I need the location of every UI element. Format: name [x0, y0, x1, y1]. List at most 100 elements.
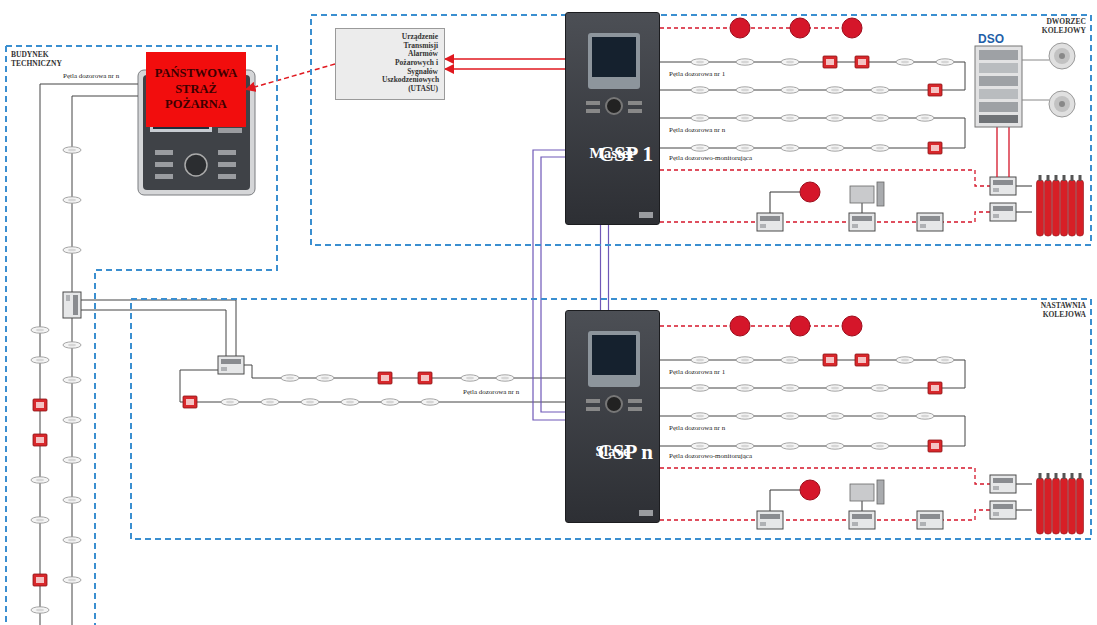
technical-loop-wiring: [421, 399, 439, 405]
rack-label: DSO: [963, 32, 1019, 46]
technical-loop-wiring: [183, 396, 197, 408]
dso-rack: [1054, 48, 1070, 64]
dso-rack: [1054, 96, 1070, 112]
technical-loop-wiring: [63, 197, 81, 203]
technical-loop-wiring: [316, 375, 334, 381]
dso-rack: [997, 127, 1009, 177]
dso-rack: [979, 102, 1018, 112]
dso-rack-box: DSO: [972, 28, 1025, 128]
connector: [445, 58, 565, 60]
dso-rack: [979, 50, 1018, 60]
dso-rack: [979, 76, 1018, 86]
region-heading: NASTAWNIA KOLEJOWA: [1030, 302, 1086, 319]
technical-loop-wiring: [341, 399, 359, 405]
loop-label: Pętla dozorowa nr 1: [668, 368, 726, 377]
technical-loop-wiring: [63, 577, 81, 583]
technical-loop-wiring: [261, 399, 279, 405]
technical-loop-wiring: [63, 147, 81, 153]
connector: [533, 150, 565, 420]
dso-rack: [1059, 101, 1065, 107]
panel-button: [628, 407, 642, 411]
panel-label: Master: [566, 144, 659, 162]
technical-loop-wiring: [221, 399, 239, 405]
loop-label: Pętla dozorowa nr n: [668, 126, 726, 135]
repeater-panel: [155, 174, 173, 179]
technical-loop-wiring: [31, 517, 49, 523]
panel-button: [586, 101, 600, 105]
technical-loop-wiring: [63, 457, 81, 463]
panel-caption: CSP 1Master: [566, 138, 659, 162]
control-panel: CSP nSlave: [565, 310, 660, 523]
technical-loop-wiring: [31, 327, 49, 333]
technical-loop-wiring: [40, 84, 565, 625]
panel-button: [605, 395, 623, 413]
technical-loop-wiring: [63, 537, 81, 543]
technical-loop-wiring: [63, 417, 81, 423]
technical-loop-wiring: [301, 399, 319, 405]
technical-loop-wiring: [63, 247, 81, 253]
dso-rack: [979, 115, 1018, 123]
transmission-box: Urządzenie Transmisji Alarmów Pożarowych…: [335, 28, 445, 100]
repeater-panel: [185, 154, 207, 176]
panel-screen: [592, 37, 636, 77]
control-panel: CSP 1Master: [565, 12, 660, 225]
repeater-panel: [155, 150, 173, 155]
loop-label: Pętla dozorowo-monitorująca: [668, 452, 753, 461]
technical-loop-wiring: [33, 434, 47, 446]
box-text: PAŃSTWOWA STRAŻ POŻARNA: [150, 66, 242, 113]
repeater-panel: [218, 162, 236, 167]
technical-loop-wiring: [496, 375, 514, 381]
repeater-panel: [218, 150, 236, 155]
technical-loop-wiring: [33, 399, 47, 411]
panel-button: [586, 407, 600, 411]
fire-brigade-box: PAŃSTWOWA STRAŻ POŻARNA: [146, 52, 246, 127]
panel-button: [586, 399, 600, 403]
technical-loop-wiring: [31, 84, 565, 625]
dso-rack: [1059, 53, 1065, 59]
repeater-panel: [218, 128, 242, 133]
dso-rack: [979, 63, 1018, 73]
panel-screen: [592, 335, 636, 375]
panel-badge: [639, 510, 653, 516]
region-outline: [131, 299, 1091, 539]
repeater-panel: [155, 162, 173, 167]
panel-button: [605, 97, 623, 115]
dso-rack: [1022, 60, 1049, 100]
panel-caption: CSP nSlave: [566, 436, 659, 460]
region-outline: [311, 15, 1091, 245]
technical-loop-wiring: [63, 342, 81, 348]
region-heading: BUDYNEK TECHNICZNY: [11, 51, 73, 68]
zone-region: NASTAWNIA KOLEJOWA CSP nSlave: [130, 298, 1092, 540]
dso-rack: [975, 43, 1075, 177]
loop-label: Pętla dozorowo-monitorująca: [668, 154, 753, 163]
loop-label: Pętla dozorowa nr n: [62, 72, 120, 81]
technical-loop-wiring: [63, 377, 81, 383]
repeater-panel: [218, 174, 236, 179]
technical-loop-wiring: [381, 399, 399, 405]
panel-button: [586, 109, 600, 113]
dso-rack: [1049, 91, 1075, 117]
technical-loop-wiring: [63, 292, 81, 318]
loop-label: Pętla dozorowa nr n: [462, 388, 520, 397]
region-heading: DWORZEC KOLEJOWY: [1030, 18, 1086, 35]
dso-rack: [1049, 43, 1075, 69]
technical-loop-wiring: [31, 607, 49, 613]
technical-loop-wiring: [218, 356, 244, 374]
connector: [246, 64, 335, 90]
technical-loop-wiring: [33, 574, 47, 586]
technical-loop-wiring: [378, 372, 392, 384]
technical-loop-wiring: [63, 497, 81, 503]
connector: [601, 225, 609, 310]
technical-loop-wiring: [461, 375, 479, 381]
technical-loop-wiring: [281, 375, 299, 381]
connector: [445, 68, 565, 70]
loop-wiring: [660, 18, 1084, 236]
panel-button: [628, 109, 642, 113]
technical-loop-wiring: [31, 477, 49, 483]
loop-label: Pętla dozorowa nr n: [668, 424, 726, 433]
dso-rack: [975, 46, 1022, 127]
box-text: Urządzenie Transmisji Alarmów Pożarowych…: [382, 33, 438, 93]
panel-button: [628, 101, 642, 105]
technical-loop-wiring: [31, 357, 49, 363]
